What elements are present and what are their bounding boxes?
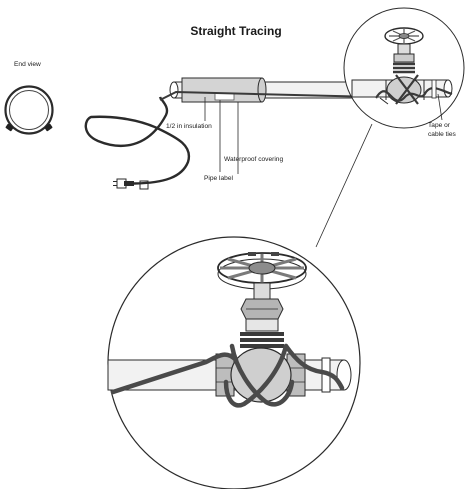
- handwheel: [217, 252, 307, 290]
- tape-label-line1: Tape or: [428, 122, 450, 129]
- top-valve-detail: [343, 7, 465, 129]
- top-pipe-assembly: [84, 77, 377, 190]
- waterproof-covering-label: Waterproof covering: [224, 156, 284, 163]
- end-view-label: End view: [14, 61, 41, 68]
- heating-cable: [110, 343, 345, 408]
- end-view-illustration: [4, 85, 54, 135]
- leader-lines: [204, 93, 443, 248]
- bonnet: [240, 282, 284, 348]
- pipe-label-label: Pipe label: [204, 175, 233, 182]
- diagram-title: Straight Tracing: [190, 24, 282, 38]
- large-valve-detail: [107, 236, 361, 490]
- tape-label-line2: cable ties: [428, 131, 456, 138]
- insulation-label: 1/2 in insulation: [166, 123, 212, 130]
